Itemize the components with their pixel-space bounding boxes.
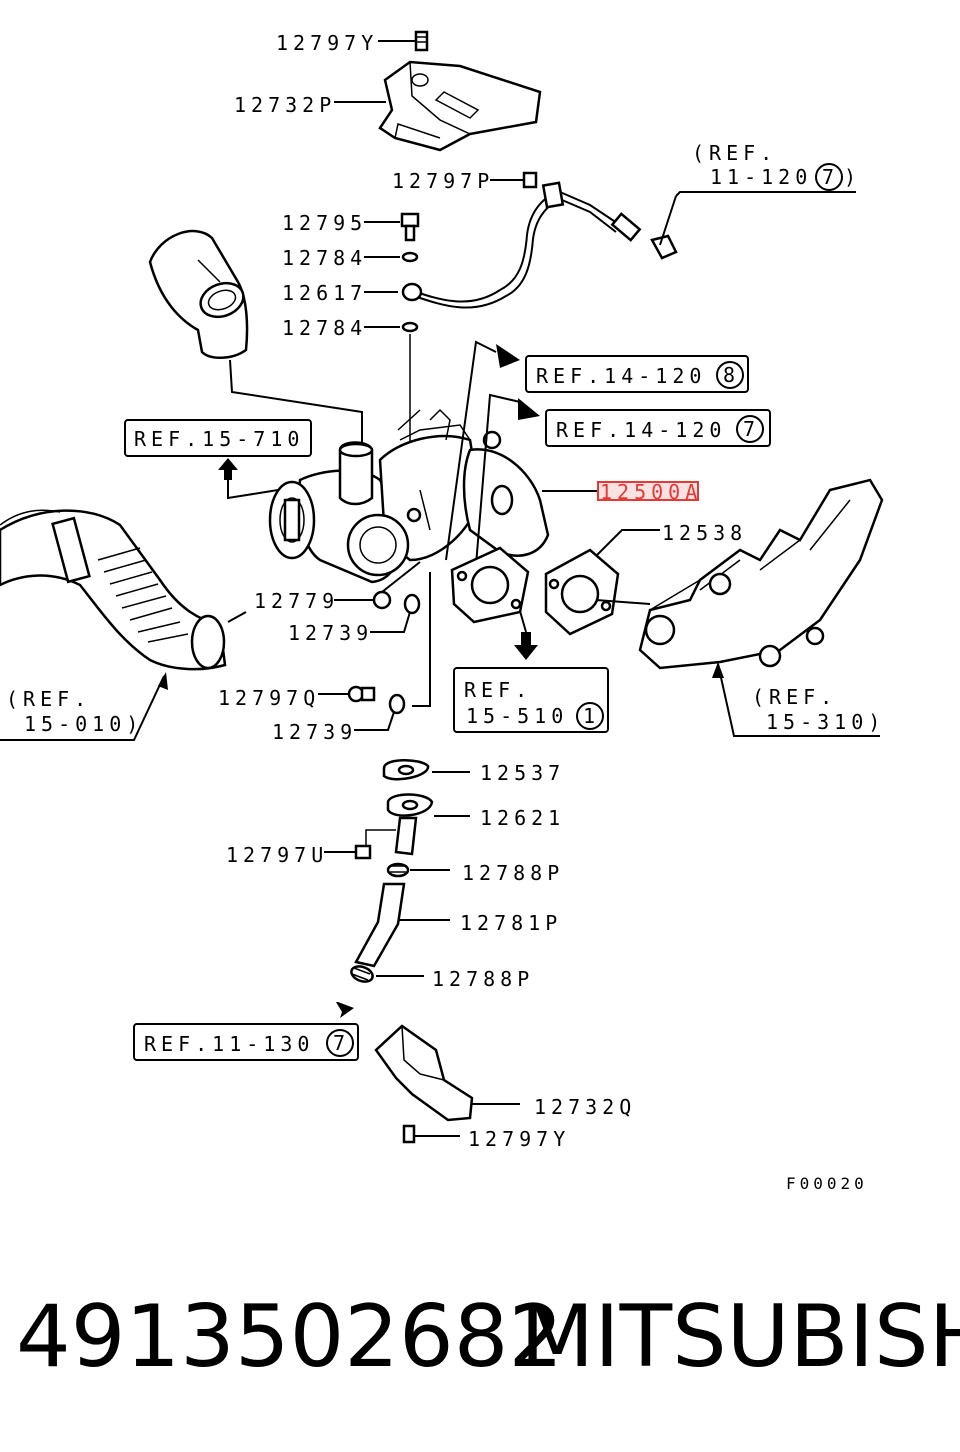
ref-11-120-line1: (REF.	[692, 141, 777, 165]
callout-12732q[interactable]: 12732Q	[534, 1095, 636, 1119]
part-number: 4913502682	[16, 1287, 563, 1387]
ref-15-510[interactable]: REF. 15-510 1	[453, 667, 609, 733]
ref-15-510-line2: 15-510	[466, 704, 568, 728]
callout-12797u[interactable]: 12797U	[226, 843, 328, 867]
callout-12797y-bottom[interactable]: 12797Y	[468, 1127, 570, 1151]
highlight-box	[597, 481, 699, 501]
ref-15-310[interactable]: (REF. 15-310)	[752, 685, 885, 734]
oil-feed-pipe	[409, 171, 856, 309]
nut-12779	[334, 561, 421, 610]
nut-12797q	[318, 685, 376, 703]
ref-11-120-close: )	[844, 165, 861, 189]
ref-15-310-line1: (REF.	[752, 685, 837, 709]
clamp-12788p-a	[386, 862, 450, 878]
ref-11-130-label: REF.11-130	[144, 1032, 314, 1056]
callout-12797q[interactable]: 12797Q	[218, 686, 320, 710]
intake-elbow-hose	[148, 229, 363, 450]
ref-14-120-8-circled: 8	[723, 363, 735, 387]
callout-12739-b[interactable]: 12739	[272, 720, 357, 744]
gasket-12538	[544, 529, 660, 636]
reference-arrows	[218, 344, 540, 1018]
callout-12500a[interactable]: 12500A	[544, 480, 702, 504]
callout-12795[interactable]: 12795	[282, 211, 367, 235]
ref-11-120-circled: 7	[822, 165, 834, 189]
figure-code: F00020	[786, 1174, 868, 1193]
ref-15-310-line2: 15-310)	[766, 710, 885, 734]
callout-12788p-b[interactable]: 12788P	[432, 967, 534, 991]
callout-12732p[interactable]: 12732P	[234, 93, 336, 117]
gasket-flange-15-510	[450, 546, 530, 624]
callout-12537[interactable]: 12537	[480, 761, 565, 785]
heat-shield-12732q	[374, 1024, 520, 1122]
oil-return-gasket-12537	[382, 759, 470, 781]
clamp-12788p-b	[350, 965, 424, 983]
callout-12784-a[interactable]: 12784	[282, 246, 367, 270]
heat-shield-12732p	[334, 60, 542, 152]
oil-return-flange-12621	[386, 793, 470, 856]
ref-14-120-8-label: REF.14-120	[536, 364, 706, 388]
callout-12621[interactable]: 12621	[480, 806, 565, 830]
exhaust-manifold	[595, 478, 884, 737]
washer-12739-b	[354, 572, 431, 731]
turbocharger-12500a	[268, 340, 550, 584]
ref-11-120-line2: 11-120	[710, 165, 812, 189]
ref-11-120[interactable]: (REF. 11-120 7 )	[692, 141, 861, 191]
brand-name: MITSUBISHI	[520, 1287, 960, 1387]
bolt-12797y-bottom	[402, 1124, 460, 1144]
callout-12781p[interactable]: 12781P	[460, 911, 562, 935]
banjo-bolt-stack	[364, 212, 423, 480]
callout-12797y-top[interactable]: 12797Y	[276, 31, 378, 55]
ref-15-710-label: REF.15-710	[134, 427, 304, 451]
ref-15-010-line2: 15-010)	[24, 712, 143, 736]
ref-14-120-7[interactable]: REF.14-120 7	[545, 409, 771, 447]
ref-15-710[interactable]: REF.15-710	[124, 419, 312, 457]
ref-15-010[interactable]: (REF. 15-010)	[0, 672, 168, 741]
ref-14-120-7-label: REF.14-120	[556, 418, 726, 442]
hose-12781p	[354, 882, 450, 968]
callout-12797p[interactable]: 12797P	[392, 169, 494, 193]
bolt-12797u	[324, 829, 396, 860]
ref-11-130[interactable]: REF.11-130 7	[133, 1023, 359, 1061]
callout-12784-b[interactable]: 12784	[282, 316, 367, 340]
ref-14-120-8[interactable]: REF.14-120 8	[525, 355, 749, 393]
bolt-12797y-top	[378, 30, 429, 52]
ref-15-010-line1: (REF.	[6, 687, 91, 711]
callout-12538[interactable]: 12538	[662, 521, 747, 545]
ref-14-120-7-circled: 7	[743, 417, 755, 441]
intake-hose-corrugated	[0, 509, 247, 671]
ref-15-510-circled: 1	[583, 704, 595, 728]
ref-11-130-circled: 7	[333, 1031, 345, 1055]
callout-12617[interactable]: 12617	[282, 281, 367, 305]
callout-12779[interactable]: 12779	[254, 589, 339, 613]
washer-12739-a	[370, 593, 421, 633]
callout-12788p-a[interactable]: 12788P	[462, 861, 564, 885]
callout-12739-a[interactable]: 12739	[288, 621, 373, 645]
callout-12500a-label: 12500A	[600, 480, 702, 504]
ref-15-510-line1: REF.	[464, 678, 532, 702]
